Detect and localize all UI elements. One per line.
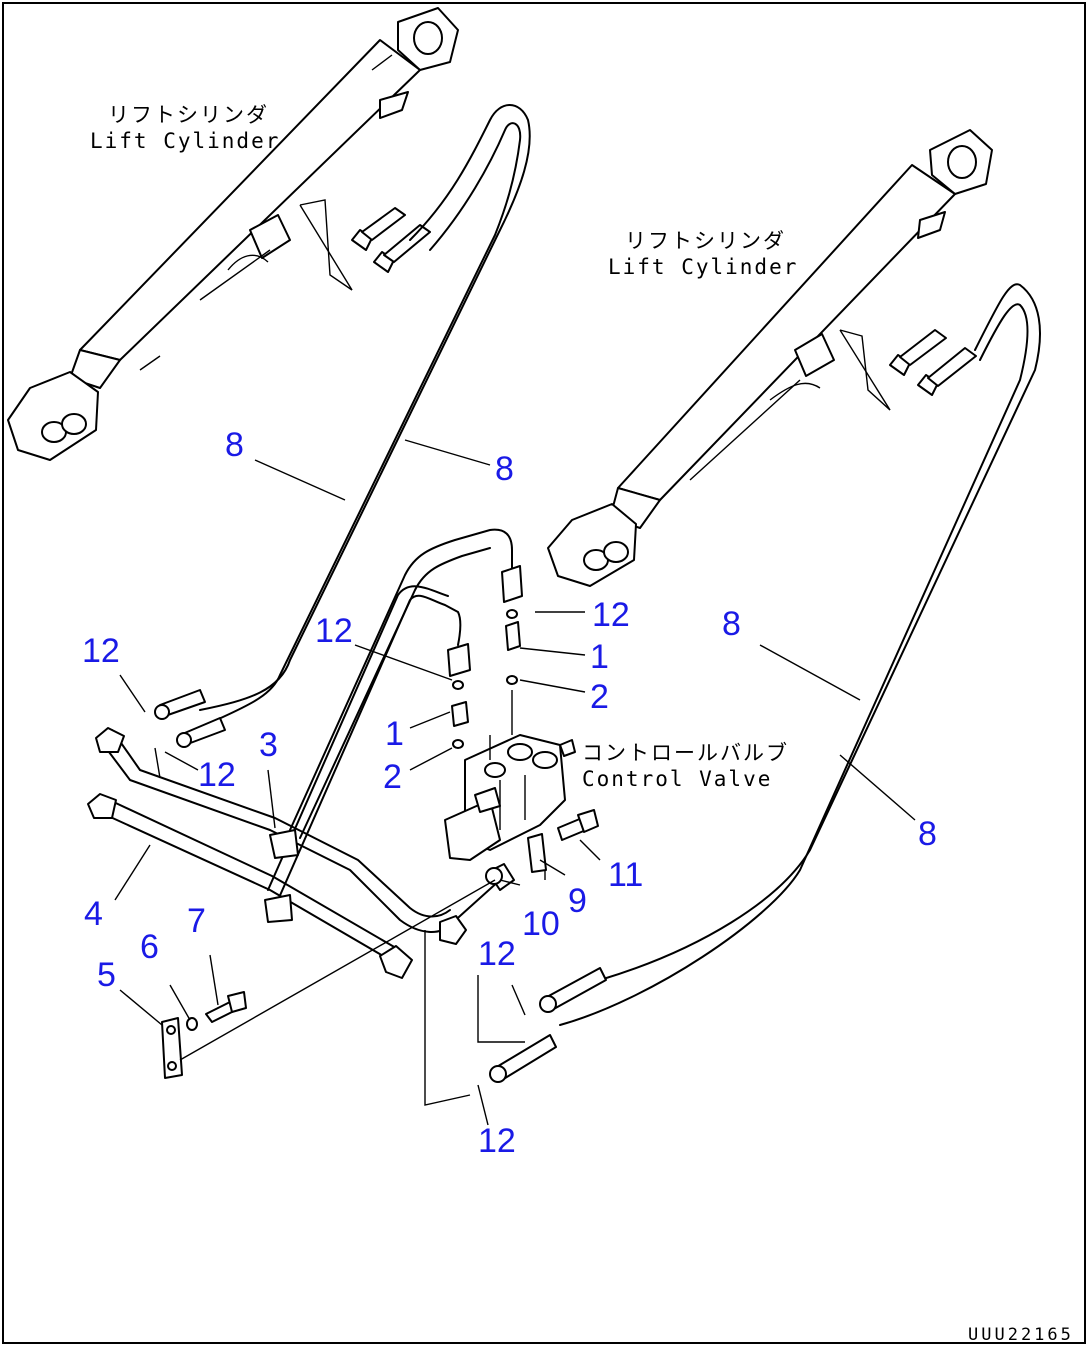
text-labels: リフトシリンダ Lift Cylinder リフトシリンダ Lift Cylin… <box>90 103 1074 1345</box>
callout-12-bottom: 12 <box>478 1122 516 1160</box>
callout-2-right: 2 <box>590 678 609 716</box>
callout-1-right: 1 <box>590 638 609 676</box>
right-lift-cylinder <box>547 129 993 587</box>
callout-5: 5 <box>97 956 116 994</box>
callout-3: 3 <box>259 726 278 764</box>
control-valve-en-label: Control Valve <box>582 767 772 791</box>
callout-8-right-b: 8 <box>918 815 937 853</box>
callout-12-bottom-mid: 12 <box>478 935 516 973</box>
callout-10: 10 <box>522 905 560 943</box>
callout-12-left-lower: 12 <box>198 756 236 794</box>
control-valve-jp-label: コントロールバルブ <box>582 741 789 765</box>
callout-12-center: 12 <box>315 612 353 650</box>
callout-2-left: 2 <box>383 758 402 796</box>
hoses <box>154 104 1041 1083</box>
leader-lines <box>114 439 916 1126</box>
callout-8-left-a: 8 <box>225 426 244 464</box>
control-valve <box>444 565 576 861</box>
callout-9: 9 <box>568 882 587 920</box>
lift-cylinder-right-en-label: Lift Cylinder <box>608 255 798 279</box>
callout-11: 11 <box>608 856 643 894</box>
callout-12-right-top: 12 <box>592 596 630 634</box>
callout-7: 7 <box>187 902 206 940</box>
callout-8-right-a: 8 <box>722 605 741 643</box>
drawing-code: UUU22165 <box>968 1325 1074 1345</box>
callout-6: 6 <box>140 928 159 966</box>
small-parts <box>161 809 599 1079</box>
left-lift-cylinder <box>7 7 459 461</box>
tubes <box>87 528 513 979</box>
callout-numbers: 8 8 8 8 12 12 12 12 12 12 1 1 2 2 3 4 5 … <box>82 426 937 1160</box>
callout-12-top-left: 12 <box>82 632 120 670</box>
lift-cylinder-left-jp-label: リフトシリンダ <box>108 103 269 127</box>
lift-cylinder-left-en-label: Lift Cylinder <box>90 129 280 153</box>
callout-8-left-b: 8 <box>495 450 514 488</box>
callout-4: 4 <box>84 895 103 933</box>
callout-1-left: 1 <box>385 715 404 753</box>
lift-cylinder-right-jp-label: リフトシリンダ <box>625 229 786 253</box>
